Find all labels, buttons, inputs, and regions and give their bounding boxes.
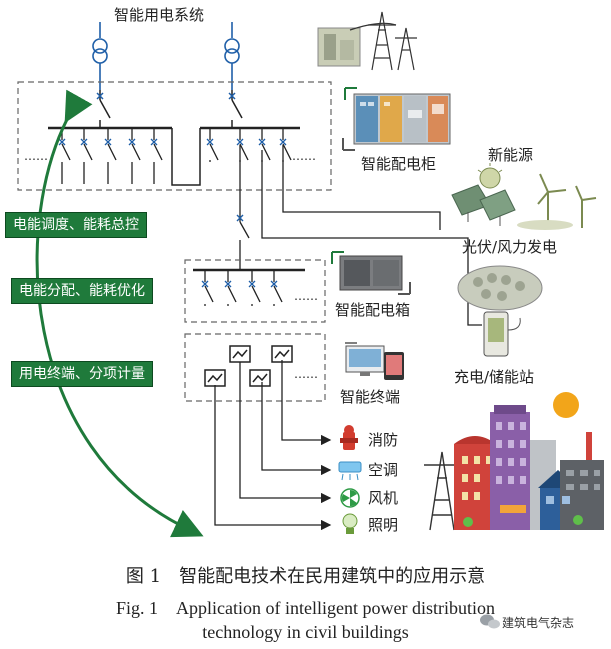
system-title: 智能用电系统 [114, 6, 205, 24]
distribution-box-label: 智能配电箱 [335, 301, 411, 319]
feeder-switch-right-1 [236, 128, 249, 162]
main-switches [99, 90, 243, 128]
cabinet-icon [342, 87, 451, 151]
wechat-icon [480, 614, 500, 629]
pv-wind-label: 光伏/风力发电 [462, 238, 558, 256]
feeder-switch-left-3 [128, 128, 141, 184]
meter-icon-1 [271, 345, 293, 363]
box-feeder-switch-3 [270, 270, 283, 306]
lighting-label: 照明 [368, 516, 399, 534]
cabinet-box [17, 81, 332, 191]
fire-label: 消防 [368, 431, 399, 449]
caption-zh: 图 1 智能配电技术在民用建筑中的应用示意 [125, 566, 486, 587]
fan-label: 风机 [368, 489, 399, 507]
feeder-switches-right [206, 128, 292, 162]
terminal-icon [345, 342, 404, 380]
buildings-icon [424, 392, 604, 531]
ac-label: 空调 [368, 461, 399, 479]
power-tower-icon [317, 11, 417, 71]
charging-station-icon [457, 265, 543, 357]
feeder-switches-left [58, 128, 163, 184]
feeder-switch-left-2 [104, 128, 117, 184]
meter-icon-2 [204, 369, 226, 387]
caption-en-line1: Fig. 1 Application of intelligent power … [116, 598, 495, 618]
ellipsis-left: …… [24, 149, 48, 163]
function-box-dispatch: 电能调度、能耗总控 [5, 212, 147, 238]
control-arrow [35, 89, 204, 538]
caption-en-line2: technology in civil buildings [202, 622, 409, 642]
feeder-switch-right-0 [206, 128, 219, 162]
ellipsis-right: …… [292, 149, 316, 163]
box-feeder-switch-1 [224, 270, 237, 306]
watermark: 建筑电气杂志 [502, 616, 575, 630]
cabinet-label: 智能配电柜 [361, 155, 437, 173]
feeder-switch-left-1 [80, 128, 93, 184]
feeder-switch-left-4 [150, 128, 163, 184]
meter-icon-3 [249, 369, 271, 387]
function-box-distribution: 电能分配、能耗优化 [11, 278, 153, 304]
box-feeder-switch-2 [248, 270, 261, 306]
ac-icon [338, 461, 362, 481]
feeder-switch-right-3 [279, 128, 292, 162]
meter-icon-0 [229, 345, 251, 363]
main-switch-marks [96, 92, 236, 100]
fire-hydrant-icon [340, 425, 358, 450]
fan-icon [340, 488, 360, 508]
meters [204, 345, 293, 387]
new-energy-label: 新能源 [488, 146, 534, 164]
transformer-icon-right [224, 22, 240, 90]
charging-label: 充电/储能站 [454, 368, 535, 386]
box-feeder-switch-0 [201, 270, 214, 306]
feeder-switch-right-2 [258, 128, 271, 162]
solar-wind-icon [451, 163, 597, 230]
terminal-label: 智能终端 [340, 388, 401, 406]
function-box-metering: 用电终端、分项计量 [11, 361, 153, 387]
distribution-box-icon [331, 251, 411, 295]
ellipsis-terminal: …… [294, 367, 318, 381]
transformer-icon-left [92, 22, 108, 90]
bulb-icon [342, 513, 358, 534]
ellipsis-box: …… [294, 289, 318, 303]
